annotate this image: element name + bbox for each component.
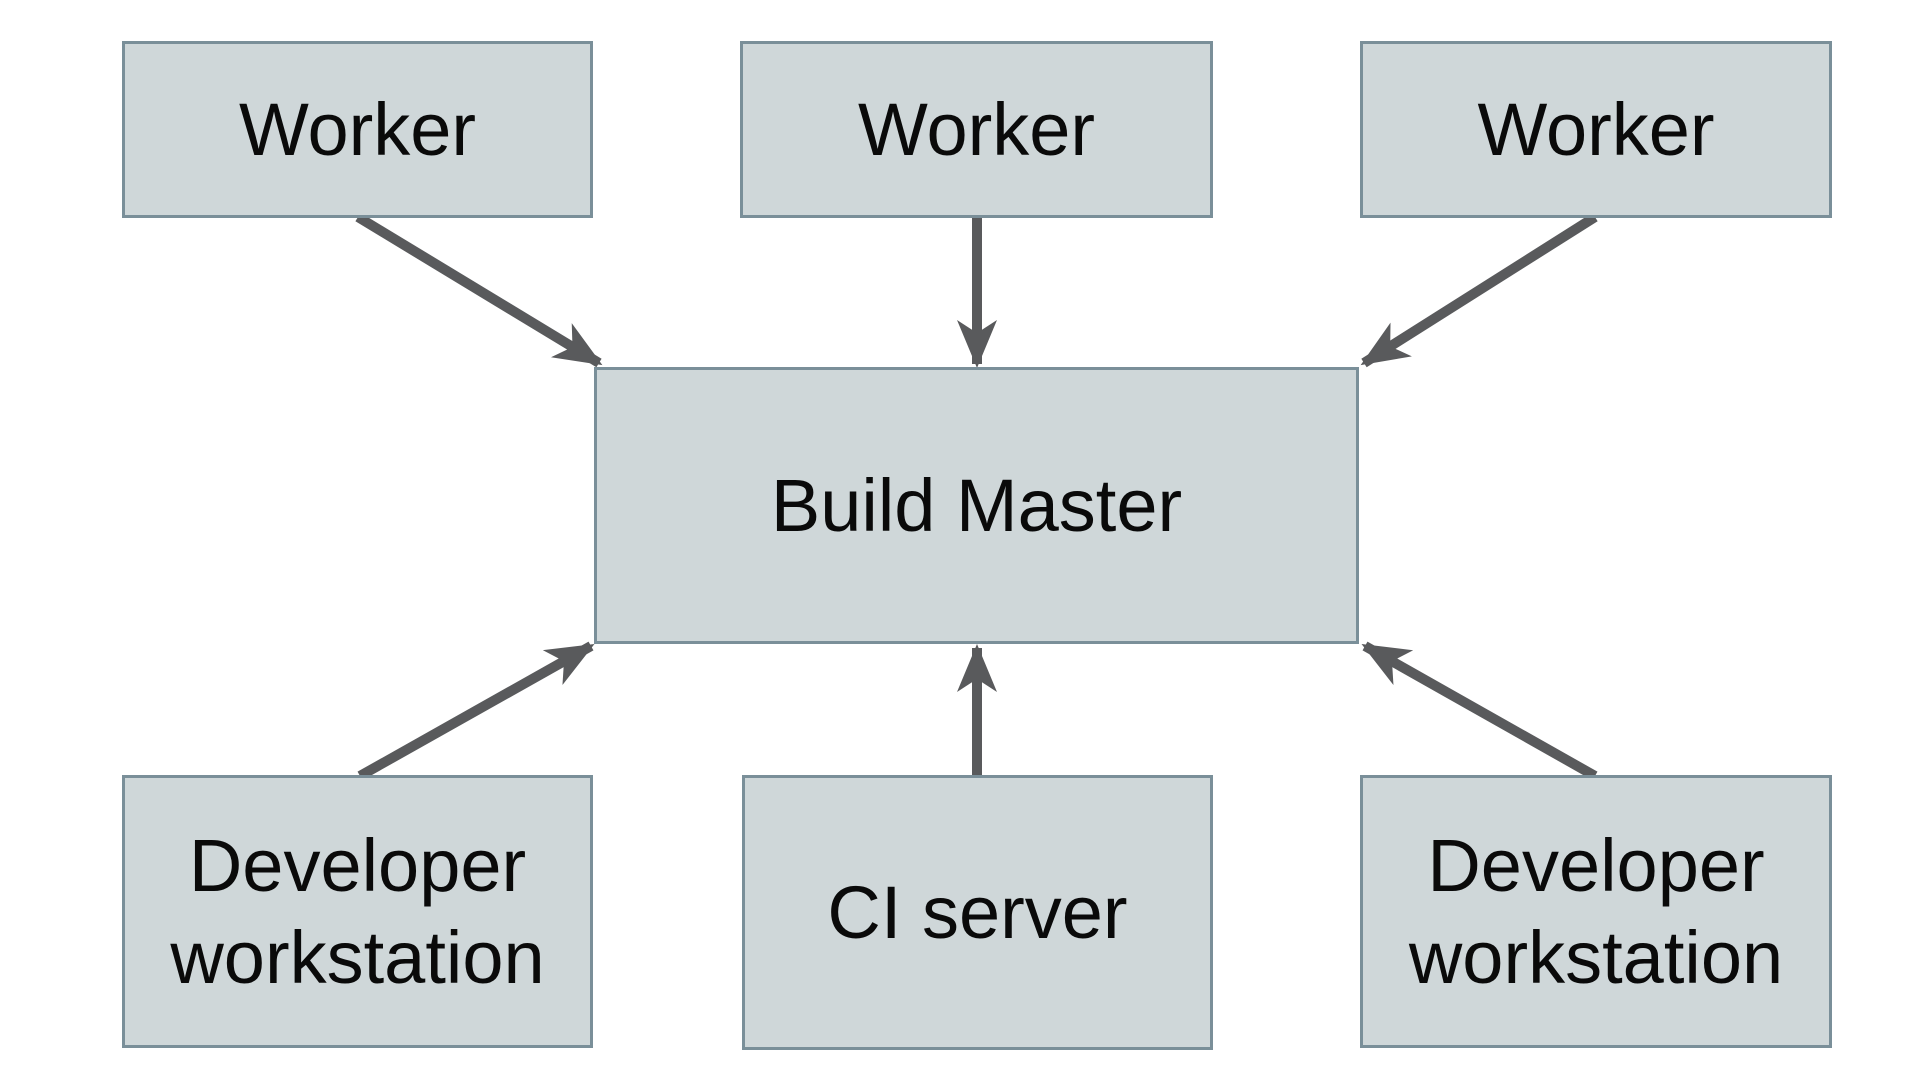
node-label-build-master: Build Master: [770, 463, 1183, 547]
arrow-developer-workstation-left-to-build-master: [357, 641, 595, 781]
arrow-developer-workstation-right-to-build-master: [1361, 641, 1598, 781]
diagram-node-developer-workstation-right: Developer workstation: [1360, 775, 1832, 1048]
arrow-worker-1-to-build-master: [355, 212, 603, 368]
node-label-ci-server: CI server: [827, 870, 1128, 954]
node-label-developer-workstation-right: Developer workstation: [1408, 823, 1784, 999]
diagram-node-worker-1: Worker: [122, 41, 593, 218]
arrow-worker-3-to-build-master: [1360, 212, 1598, 368]
node-label-developer-workstation-left: Developer workstation: [170, 823, 545, 999]
diagram-node-build-master: Build Master: [594, 367, 1359, 644]
node-label-worker-3: Worker: [1477, 87, 1715, 171]
diagram-node-worker-3: Worker: [1360, 41, 1832, 218]
node-label-worker-2: Worker: [857, 87, 1096, 171]
diagram-node-worker-2: Worker: [740, 41, 1213, 218]
diagram-node-ci-server: CI server: [742, 775, 1213, 1050]
diagram-node-developer-workstation-left: Developer workstation: [122, 775, 593, 1048]
node-label-worker-1: Worker: [238, 87, 477, 171]
